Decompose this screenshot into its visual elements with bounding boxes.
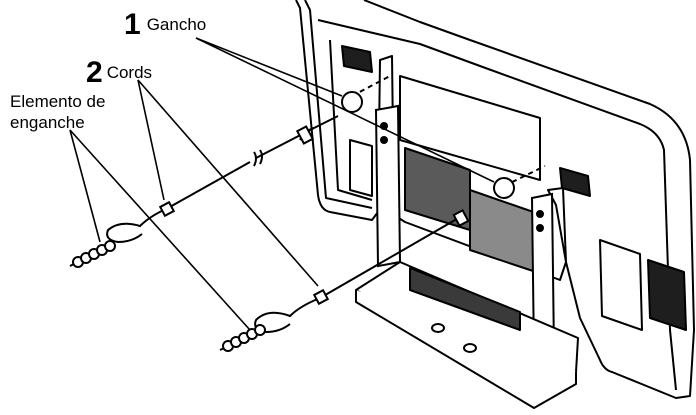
stand-posts — [374, 104, 556, 358]
callout-anchor-line2: enganche — [10, 113, 85, 132]
callout-hook-number: 1 — [124, 8, 141, 41]
callout-anchor: Elemento de enganche — [10, 91, 105, 133]
callout-hook-text: Gancho — [146, 15, 207, 34]
callout-cords-number: 2 — [86, 56, 103, 89]
stand-base — [355, 261, 579, 409]
hooks — [341, 91, 515, 199]
callout-cords-text: Cords — [106, 63, 153, 82]
callout-hook: 1 Gancho — [124, 10, 206, 40]
tv-back-panel — [295, 0, 695, 399]
callout-anchor-line1: Elemento de — [10, 92, 106, 111]
anchors — [69, 240, 266, 352]
cords — [106, 115, 470, 334]
leader-lines — [69, 37, 495, 331]
